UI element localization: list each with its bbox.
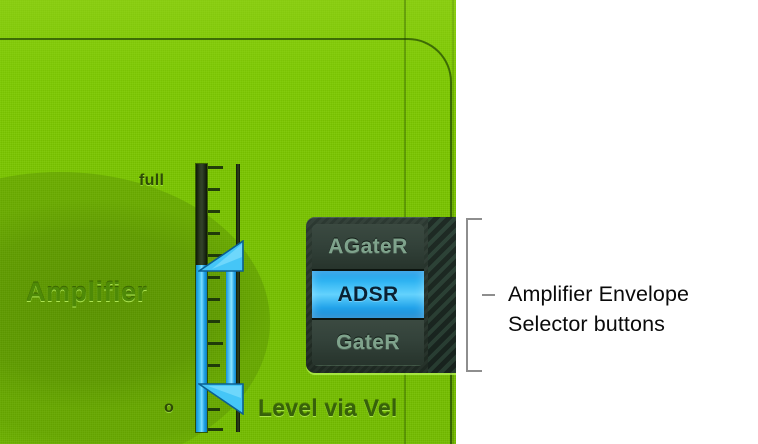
velocity-range-upper-arrow-icon[interactable] bbox=[198, 240, 244, 273]
callout-bracket-pointer bbox=[482, 294, 495, 296]
amplifier-level-slider[interactable] bbox=[170, 164, 280, 432]
panel-top-highlight bbox=[0, 0, 456, 124]
envelope-button-agater[interactable]: AGateR bbox=[312, 224, 424, 271]
slider-scale-min-label: o bbox=[164, 399, 174, 416]
level-via-vel-label: Level via Vel bbox=[258, 395, 398, 421]
callout-label: Amplifier Envelope Selector buttons bbox=[508, 279, 748, 339]
slider-value-fill bbox=[196, 265, 207, 432]
envelope-button-adsr-label: ADSR bbox=[337, 282, 399, 306]
callout-label-line-1: Amplifier Envelope bbox=[508, 282, 690, 306]
amplifier-section-label: Amplifier bbox=[26, 277, 148, 307]
envelope-selector-button-group: AGateR ADSR GateR bbox=[312, 224, 424, 366]
callout-label-line-2: Selector buttons bbox=[508, 312, 665, 336]
velocity-range-bar[interactable] bbox=[226, 264, 236, 392]
envelope-button-gater[interactable]: GateR bbox=[312, 318, 424, 365]
velocity-range-lower-arrow-icon[interactable] bbox=[198, 382, 244, 415]
amplifier-envelope-selector-module: AGateR ADSR GateR bbox=[306, 217, 456, 373]
envelope-button-gater-label: GateR bbox=[336, 330, 400, 354]
callout-bracket bbox=[466, 218, 482, 372]
envelope-button-adsr[interactable]: ADSR bbox=[312, 271, 424, 318]
synth-panel: Amplifier full o Level via Vel bbox=[0, 0, 456, 444]
slider-scale-max-label: full bbox=[139, 172, 165, 189]
envelope-button-agater-label: AGateR bbox=[328, 234, 408, 258]
slider-side-rail bbox=[236, 164, 240, 432]
module-texture-strip bbox=[428, 217, 456, 373]
